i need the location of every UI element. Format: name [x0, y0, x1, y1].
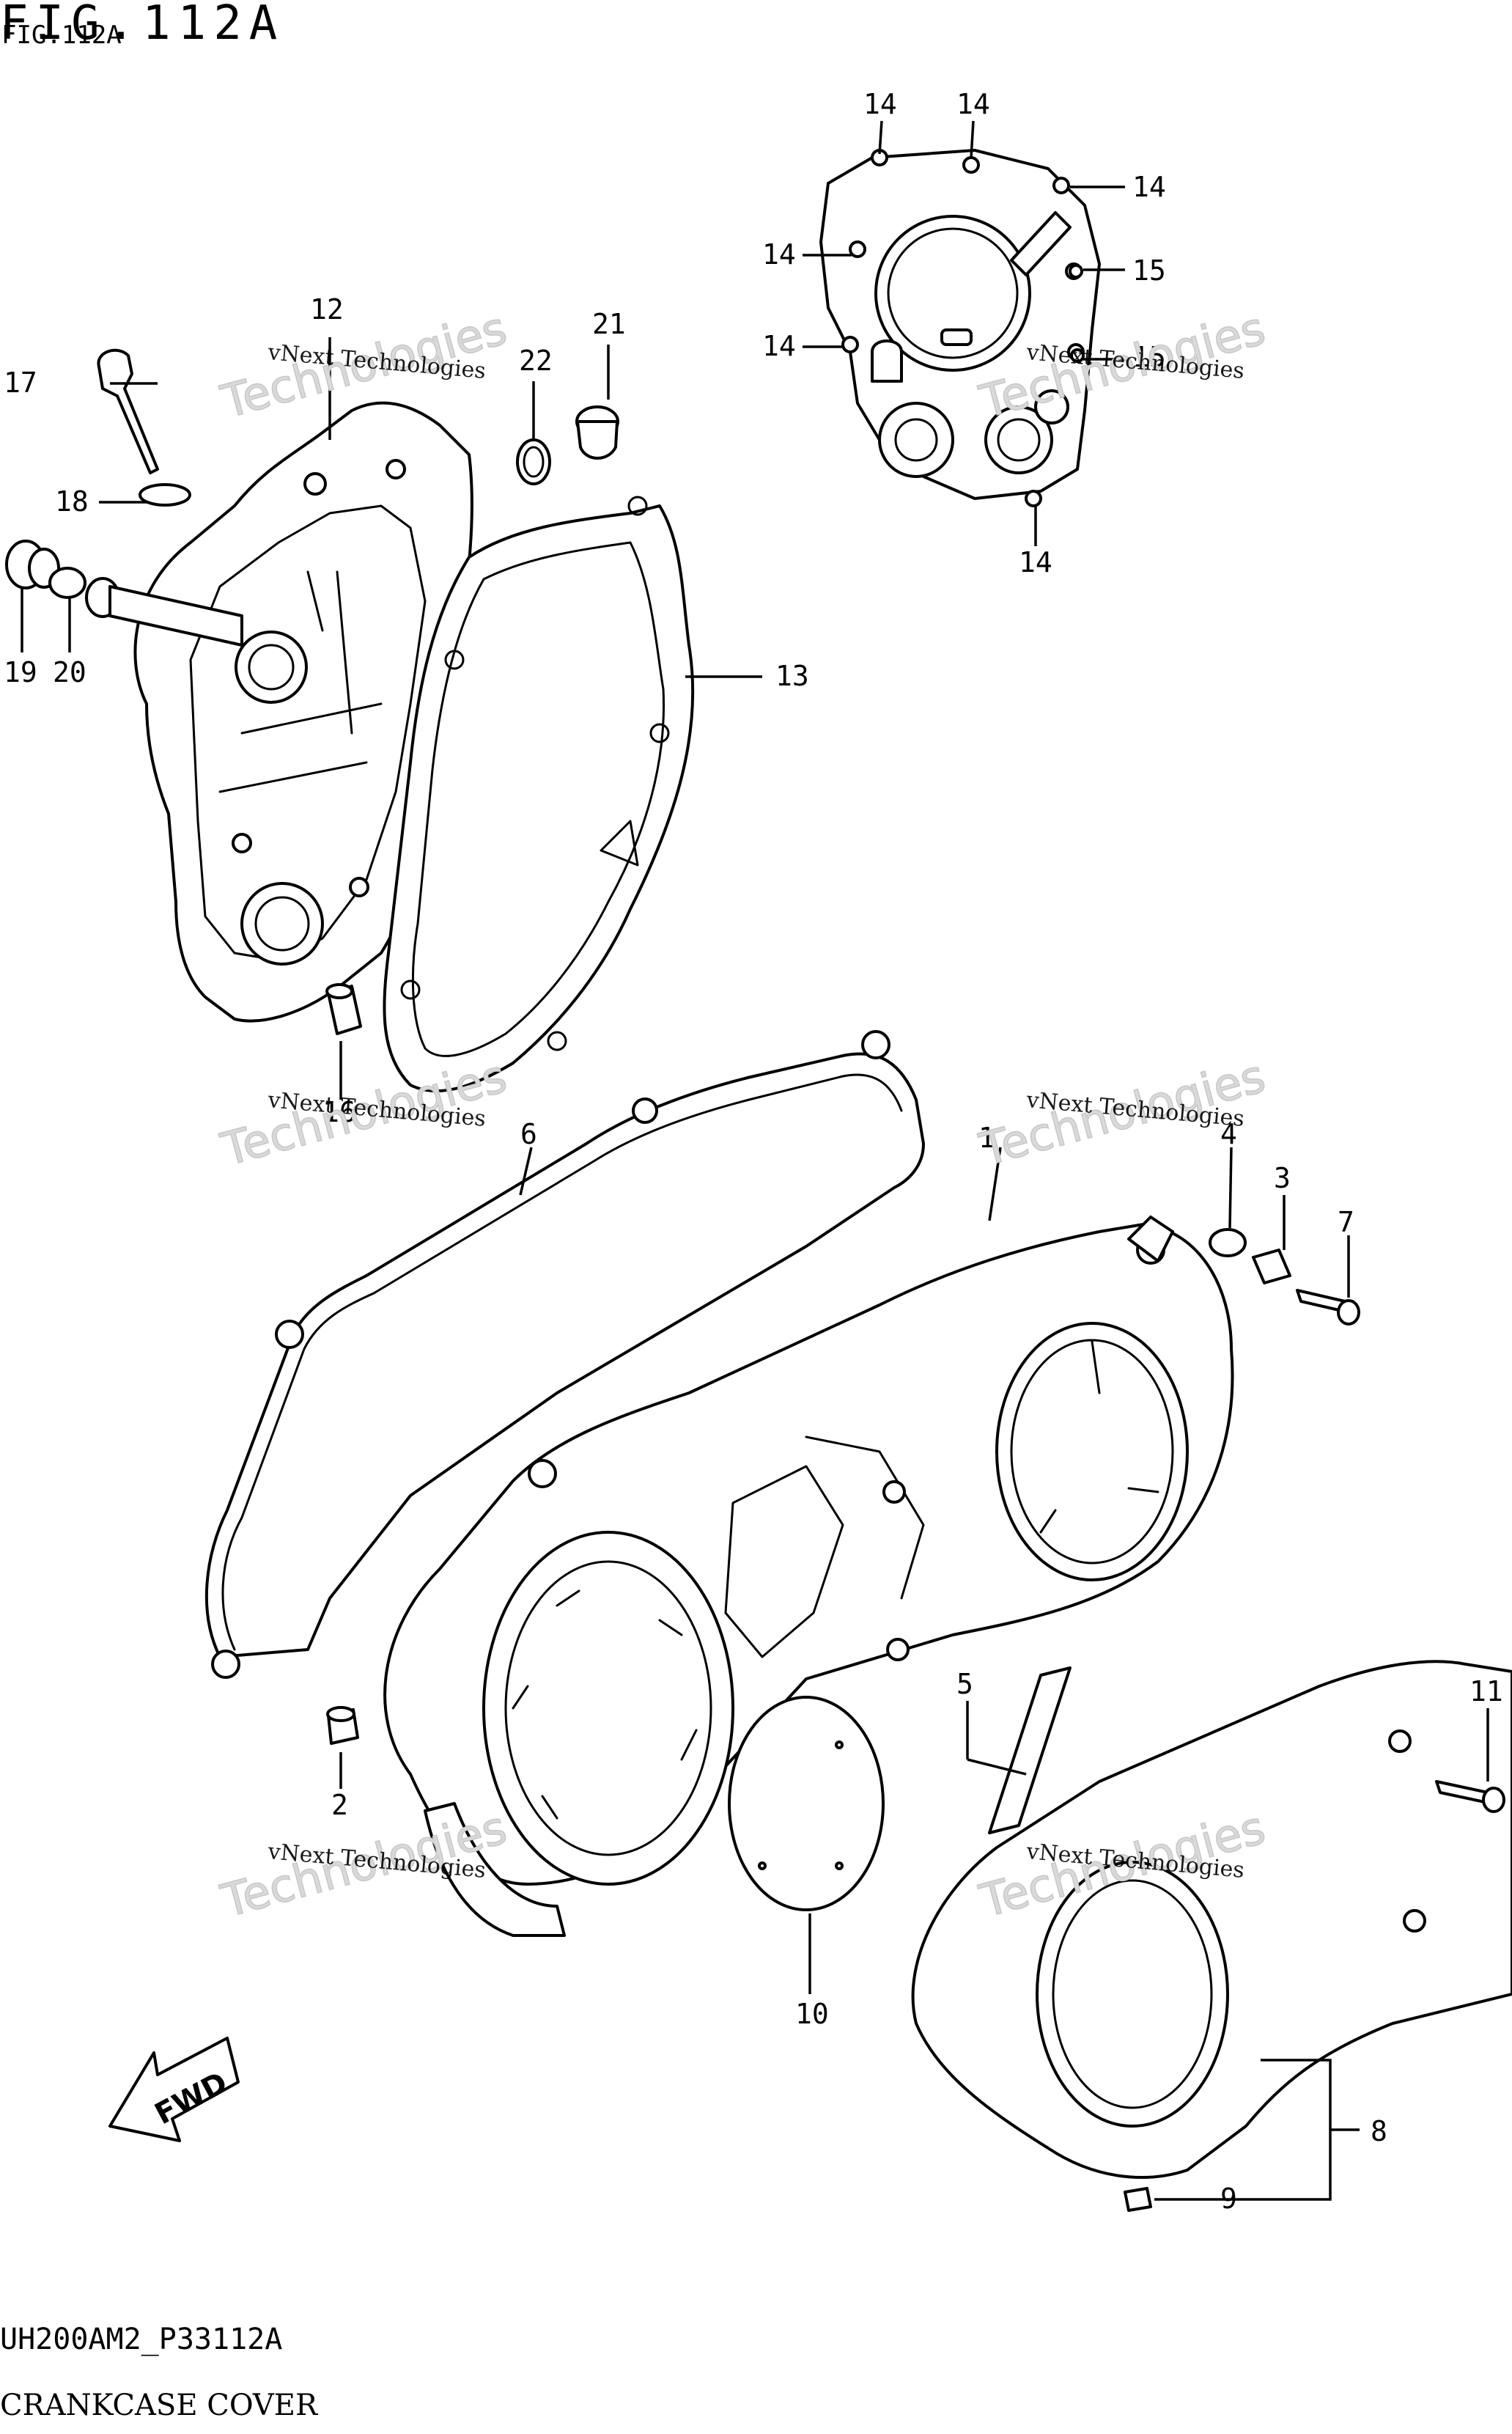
callout-18: 18: [55, 485, 89, 518]
small-hardware: [5, 264, 1505, 2212]
callout-6: 6: [520, 1118, 537, 1150]
figure-subtitle: FIG.112A: [1, 21, 122, 50]
callout-14b: 14: [956, 88, 990, 120]
callout-14c: 14: [1132, 171, 1166, 203]
callout-8: 8: [1371, 2115, 1387, 2147]
callout-13: 13: [775, 660, 809, 692]
callout-12: 12: [310, 293, 344, 326]
callout-20: 20: [53, 656, 86, 688]
part-1-main-cover: [383, 1216, 1234, 1937]
leader-lines: [21, 120, 1489, 2201]
section-name: CRANKCASE COVER: [0, 2389, 318, 2422]
callout-15b: 15: [1132, 341, 1166, 373]
callout-15a: 15: [1132, 254, 1166, 287]
callout-22: 22: [519, 345, 553, 377]
callout-2: 2: [331, 1789, 348, 1821]
callout-11: 11: [1469, 1675, 1503, 1707]
callout-10: 10: [795, 1998, 829, 2030]
callout-1: 1: [978, 1122, 995, 1154]
callout-14e: 14: [762, 330, 796, 362]
callout-14a: 14: [863, 88, 897, 120]
callout-4: 4: [1220, 1118, 1237, 1150]
callout-16: 16: [322, 1096, 356, 1128]
callout-21: 21: [592, 308, 626, 340]
part-13-gasket: [383, 496, 695, 1092]
callout-9: 9: [1220, 2183, 1237, 2215]
diagram-code: UH200AM2_P33112A: [0, 2323, 283, 2356]
callout-3: 3: [1274, 1162, 1291, 1194]
callout-7: 7: [1338, 1206, 1354, 1238]
part-10-round-cap: [728, 1696, 885, 1911]
callout-5: 5: [956, 1668, 973, 1700]
callout-17: 17: [4, 367, 37, 399]
callout-14f: 14: [1019, 546, 1052, 578]
part-12-left-cover: [133, 401, 473, 1023]
part-5-strip: [988, 1666, 1072, 1834]
part-8-outer-cover: [911, 1660, 1512, 2179]
callout-14d: 14: [762, 238, 796, 271]
fwd-arrow: FWD: [108, 2037, 240, 2142]
callout-labels: 1 2 3 4 5 6 7 8 9 10 11 12 13 14 14 14 1…: [4, 88, 1503, 2215]
figure-title: FIG.112A: [0, 0, 285, 51]
part-6-seal-ring: [204, 1030, 925, 1679]
upper-right-cover: [819, 149, 1101, 507]
callout-19: 19: [4, 656, 37, 688]
